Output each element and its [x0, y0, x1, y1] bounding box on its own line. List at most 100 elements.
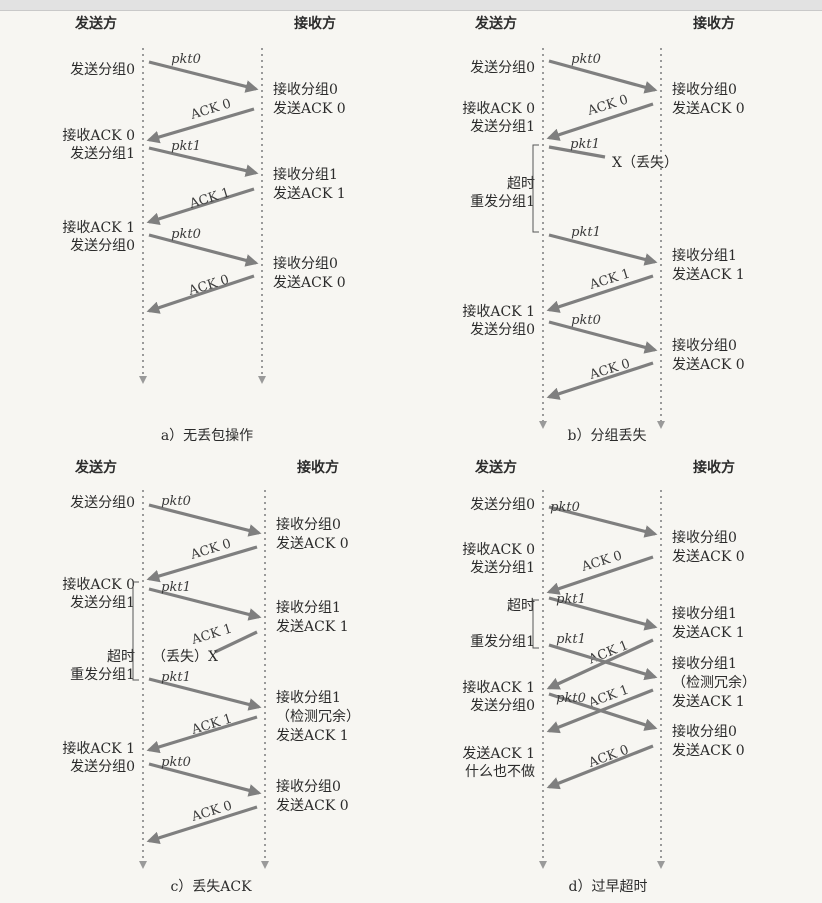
receiver-note: 接收分组0: [273, 81, 338, 98]
sender-note: 接收ACK 1: [462, 679, 535, 696]
receiver-note: 接收分组1: [276, 599, 341, 616]
packet-label: pkt1: [571, 225, 601, 240]
ack-arrow: [546, 361, 654, 400]
sender-note: 重发分组1: [470, 194, 535, 210]
receiver-note: 发送ACK 0: [273, 275, 346, 291]
receiver-note: 发送ACK 0: [273, 101, 346, 117]
ack-label: ACK 0: [579, 548, 624, 575]
lost-packet-arrow: [548, 145, 606, 159]
ack-arrow: [146, 274, 255, 314]
sender-note: 重发分组1: [470, 634, 535, 650]
packet-label: pkt1: [171, 139, 201, 154]
receiver-note: 发送ACK 1: [273, 186, 346, 202]
sender-note: 发送分组0: [470, 60, 535, 76]
panel-c: 发送方接收方发送分组0接收ACK 0发送分组1超时重发分组1接收ACK 1发送分…: [62, 459, 360, 895]
sender-note: 发送ACK 1: [462, 746, 535, 762]
sender-note: 发送分组0: [70, 495, 135, 511]
sender-note: 发送分组0: [470, 698, 535, 714]
lost-ack-arrow: [214, 630, 258, 654]
packet-label: pkt0: [550, 500, 580, 515]
packet-arrow: [548, 59, 658, 94]
sender-note: 接收ACK 1: [62, 740, 135, 757]
packet-label: pkt0: [171, 227, 201, 242]
ack-label: ACK 0: [188, 96, 233, 123]
receiver-header: 接收方: [693, 459, 735, 476]
sender-note: 接收ACK 1: [462, 303, 535, 320]
loss-mark: X（丢失）: [612, 155, 678, 171]
sender-note: 发送分组1: [70, 146, 135, 162]
ack-label: ACK 0: [186, 272, 231, 299]
packet-label: pkt0: [161, 494, 191, 509]
receiver-note: 发送ACK 0: [276, 536, 349, 552]
sender-note: 发送分组1: [470, 560, 535, 576]
sender-note: 接收ACK 0: [62, 127, 135, 144]
receiver-header: 接收方: [297, 459, 339, 476]
packet-arrow: [148, 677, 262, 711]
receiver-note: 发送ACK 0: [672, 357, 745, 373]
receiver-note: 接收分组0: [273, 255, 338, 272]
receiver-note: 发送ACK 1: [276, 619, 349, 635]
ack-arrow: [146, 545, 258, 583]
timeout-bracket: [532, 144, 539, 233]
ack-arrow: [146, 187, 255, 226]
packet-arrow: [548, 643, 658, 681]
sender-note: 超时: [507, 176, 535, 192]
sender-note: 发送分组0: [70, 238, 135, 254]
panel-caption: a）无丢包操作: [161, 428, 253, 444]
packet-arrow: [548, 692, 658, 731]
sender-note: 发送分组0: [70, 759, 135, 775]
receiver-note: 接收分组0: [672, 529, 737, 546]
ack-arrow: [146, 805, 258, 845]
packet-label: pkt0: [571, 52, 601, 67]
packet-label: pkt1: [556, 592, 586, 607]
receiver-note: 接收分组0: [276, 516, 341, 533]
receiver-note: 发送ACK 1: [672, 625, 745, 641]
ack-label: ACK 1: [189, 621, 234, 648]
receiver-note: 接收分组1: [276, 689, 341, 706]
sender-note: 发送分组1: [470, 119, 535, 135]
packet-arrow: [148, 233, 259, 267]
receiver-note: 接收分组1: [672, 605, 737, 622]
sender-note: 什么也不做: [465, 764, 535, 780]
ack-arrow: [546, 274, 654, 313]
receiver-note: （检测冗余）: [672, 674, 756, 691]
panel-caption: b）分组丢失: [568, 428, 647, 444]
sender-note: 发送分组0: [470, 322, 535, 338]
packet-label: pkt1: [161, 670, 191, 685]
receiver-note: 接收分组0: [672, 723, 737, 740]
packet-arrow: [148, 503, 262, 537]
timeout-bracket: [132, 581, 139, 681]
packet-label: pkt0: [171, 52, 201, 67]
receiver-note: 发送ACK 1: [672, 694, 745, 710]
receiver-note: 接收分组0: [672, 81, 737, 98]
packet-label: pkt0: [161, 755, 191, 770]
ack-arrow: [146, 107, 255, 144]
ack-arrow: [546, 555, 654, 595]
receiver-header: 接收方: [693, 15, 735, 32]
receiver-note: （检测冗余）: [276, 708, 360, 725]
panel-d: 发送方接收方发送分组0接收ACK 0发送分组1超时重发分组1接收ACK 1发送分…: [462, 459, 756, 895]
sender-note: 超时: [507, 598, 535, 614]
receiver-note: 发送ACK 0: [672, 549, 745, 565]
packet-arrow: [548, 320, 658, 354]
ack-arrow: [546, 102, 654, 141]
ack-arrow: [146, 715, 258, 754]
packet-arrow: [548, 233, 658, 266]
sender-note: 发送分组1: [70, 595, 135, 611]
packet-arrow: [148, 587, 262, 621]
panel-a: 发送方接收方发送分组0接收ACK 0发送分组1接收ACK 1发送分组0接收分组0…: [62, 15, 345, 444]
sender-header: 发送方: [474, 459, 517, 476]
ack-arrow: [546, 744, 654, 790]
packet-arrow: [548, 505, 658, 538]
ack-label: ACK 0: [586, 743, 631, 772]
receiver-note: 接收分组1: [672, 655, 737, 672]
sender-note: 重发分组1: [70, 667, 135, 683]
sender-note: 接收ACK 0: [462, 541, 535, 558]
packet-arrow: [148, 146, 259, 177]
sender-note: 接收ACK 0: [62, 576, 135, 593]
panel-b: 发送方接收方发送分组0接收ACK 0发送分组1超时重发分组1接收ACK 1发送分…: [462, 15, 744, 444]
receiver-note: 接收分组1: [273, 166, 338, 183]
sender-note: 发送分组0: [70, 62, 135, 78]
